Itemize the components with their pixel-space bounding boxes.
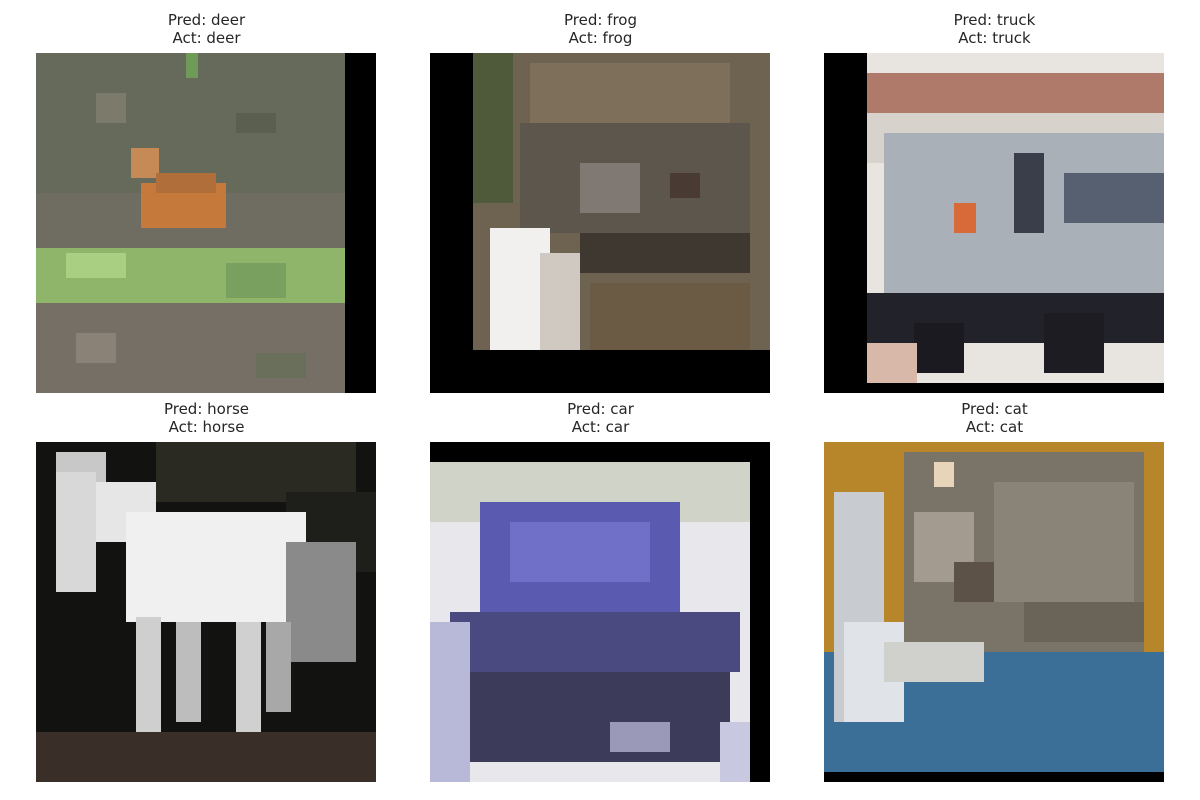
pred-label: Pred: truck	[953, 11, 1036, 29]
frog-image	[430, 53, 770, 393]
pred-label: Pred: frog	[563, 11, 637, 29]
pred-label: Pred: cat	[961, 400, 1028, 418]
deer-image	[36, 53, 376, 393]
pred-label: Pred: deer	[167, 11, 246, 29]
cat-image	[824, 442, 1164, 782]
truck-image	[824, 53, 1164, 393]
act-label: Act: deer	[172, 29, 241, 47]
pred-label: Pred: horse	[163, 400, 250, 418]
pred-label: Pred: car	[567, 400, 634, 418]
act-label: Act: car	[571, 418, 630, 436]
act-label: Act: frog	[568, 29, 633, 47]
car-image	[430, 442, 770, 782]
horse-image	[36, 442, 376, 782]
act-label: Act: cat	[965, 418, 1024, 436]
act-label: Act: truck	[958, 29, 1031, 47]
act-label: Act: horse	[168, 418, 245, 436]
